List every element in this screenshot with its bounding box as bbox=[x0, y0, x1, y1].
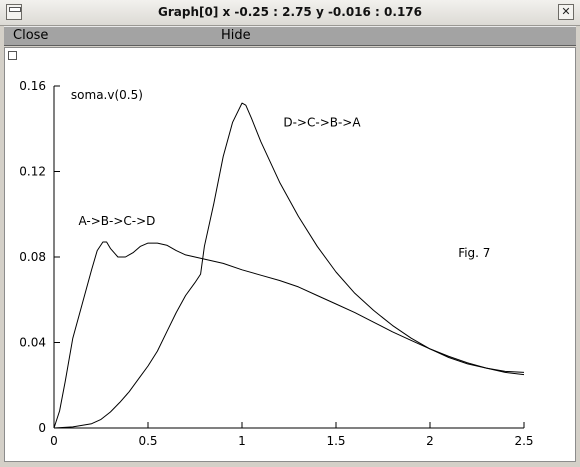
line-chart: 0 0.5 1 1.5 2 2.5 0 0.04 0.08 0.12 0.16 soma.v(0.5)… bbox=[19, 79, 533, 448]
chart-annotation-4: Fig. 7 bbox=[458, 246, 490, 260]
x-tick-label: 1 bbox=[238, 434, 246, 448]
y-tick-label: 0.08 bbox=[19, 250, 46, 264]
y-tick-label: 0 bbox=[38, 421, 46, 435]
close-button[interactable]: Close bbox=[13, 28, 49, 43]
series-line-1 bbox=[53, 241, 525, 429]
chart-annotation-2: D->C->B->A bbox=[283, 116, 361, 130]
x-tick-label: 0.5 bbox=[138, 434, 157, 448]
y-tick-label: 0.04 bbox=[19, 336, 46, 350]
y-tick-label: 0.12 bbox=[19, 165, 46, 179]
graph-menu-bar: Close Hide bbox=[4, 26, 576, 46]
x-tick-label: 2 bbox=[426, 434, 434, 448]
x-tick-label: 2.5 bbox=[514, 434, 533, 448]
window-menu-icon[interactable] bbox=[6, 4, 22, 20]
chart-annotation-3: A->B->C->D bbox=[78, 214, 155, 228]
y-tick-label: 0.16 bbox=[19, 79, 46, 93]
chart-annotation-1: soma.v(0.5) bbox=[71, 88, 143, 102]
close-window-icon[interactable]: ✕ bbox=[558, 4, 574, 20]
x-tick-label: 1.5 bbox=[326, 434, 345, 448]
x-tick-label: 0 bbox=[50, 434, 58, 448]
series-line-2 bbox=[53, 102, 525, 429]
window-title: Graph[0] x -0.25 : 2.75 y -0.016 : 0.176 bbox=[158, 5, 422, 19]
title-bar[interactable]: Graph[0] x -0.25 : 2.75 y -0.016 : 0.176… bbox=[0, 0, 580, 26]
graph-checkbox[interactable] bbox=[8, 51, 17, 60]
graph-canvas[interactable]: 0 0.5 1 1.5 2 2.5 0 0.04 0.08 0.12 0.16 soma.v(0.5)… bbox=[4, 47, 576, 462]
hide-button[interactable]: Hide bbox=[221, 28, 251, 43]
